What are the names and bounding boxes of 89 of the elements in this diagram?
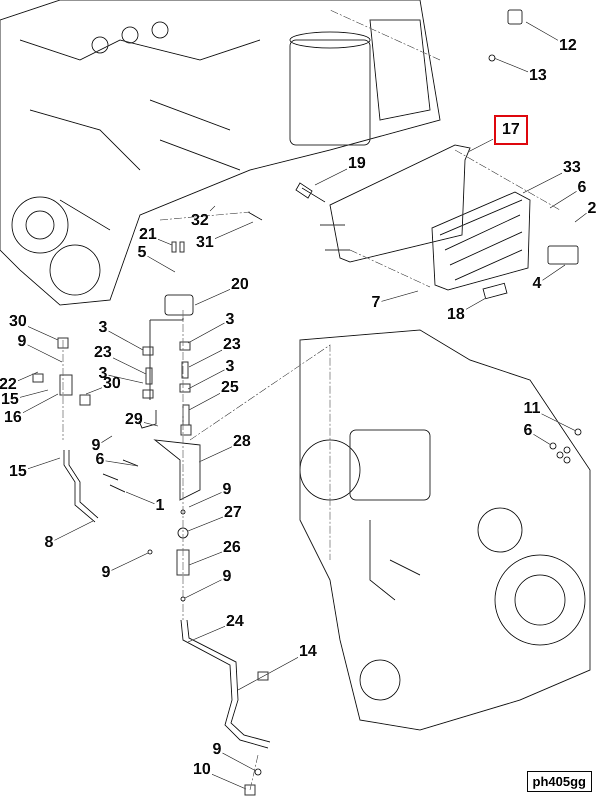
leader-line	[188, 626, 226, 642]
leader-line	[158, 238, 172, 246]
callout-number: 10	[193, 761, 211, 779]
callout-number: 19	[348, 155, 366, 173]
leader-line	[28, 458, 60, 470]
leader-line	[108, 374, 144, 384]
leader-line	[188, 350, 222, 368]
callout-number: 30	[9, 313, 27, 331]
callout-number: 25	[221, 379, 239, 397]
callout-number: 32	[191, 212, 209, 230]
callout-number: 31	[196, 234, 214, 252]
callout-number: 9	[222, 568, 232, 586]
leader-line	[574, 212, 587, 222]
leader-line	[542, 264, 566, 281]
callout-number: 12	[559, 37, 577, 55]
leader-line	[147, 256, 176, 272]
leader-line	[541, 413, 576, 432]
leader-line	[238, 657, 298, 690]
callout-number: 9	[222, 481, 232, 499]
leader-line	[18, 372, 38, 382]
leader-line	[144, 422, 158, 426]
callout-number: 1	[156, 497, 164, 515]
leader-line	[494, 58, 528, 72]
leader-line	[54, 520, 94, 541]
callout-number: 6	[96, 451, 104, 469]
callout-number: 16	[4, 409, 22, 427]
leader-line	[20, 390, 48, 398]
leader-line	[533, 434, 552, 446]
leader-line	[222, 752, 256, 772]
leader-line	[188, 370, 225, 390]
callout-number: 29	[125, 411, 143, 429]
leader-line	[28, 326, 58, 340]
callout-number: 3	[226, 311, 234, 329]
leader-line	[214, 222, 254, 239]
leader-line	[108, 330, 144, 350]
callout-number: 26	[223, 539, 241, 557]
callout-number: 11	[524, 400, 540, 418]
leader-line	[27, 344, 62, 362]
callout-number: 2	[588, 200, 596, 218]
callout-number: 15	[1, 391, 19, 409]
callout-number: 23	[223, 336, 241, 354]
leader-line	[210, 206, 216, 212]
leader-line	[188, 393, 220, 410]
drawing-code: ph405gg	[526, 771, 592, 792]
callout-number: 15	[9, 463, 27, 481]
callout-number: 20	[231, 276, 249, 294]
leader-line	[188, 552, 222, 566]
leader-line	[112, 358, 146, 374]
leader-line	[184, 579, 222, 598]
leader-line	[468, 138, 494, 152]
callout-number: 13	[529, 67, 547, 85]
callout-number: 21	[139, 226, 157, 244]
leader-line	[212, 774, 246, 790]
leader-line	[466, 298, 486, 310]
callout-number: 3	[226, 358, 234, 376]
leader-line	[314, 168, 348, 186]
leader-line	[188, 492, 222, 508]
leader-line	[101, 436, 112, 443]
highlighted-callout-number: 17	[494, 115, 528, 145]
callout-number: 4	[532, 275, 542, 293]
callout-number: 23	[94, 344, 112, 362]
leader-line	[188, 322, 225, 344]
callout-number: 5	[138, 244, 146, 262]
leader-line	[194, 289, 230, 306]
callout-number: 27	[224, 504, 242, 522]
leader-line	[381, 290, 418, 302]
leader-line	[198, 446, 232, 462]
leader-line	[522, 172, 562, 194]
leader-line	[126, 492, 155, 504]
callout-number: 24	[226, 613, 244, 631]
callout-number: 7	[372, 294, 380, 312]
leader-line	[22, 394, 58, 414]
callout-number: 9	[212, 741, 222, 759]
leader-line	[526, 22, 558, 41]
callout-number: 9	[102, 564, 110, 582]
callout-number: 6	[578, 179, 586, 197]
callout-number: 33	[563, 159, 581, 177]
leader-line	[550, 191, 577, 208]
callout-number: 9	[18, 333, 26, 351]
callout-number: 3	[98, 319, 108, 337]
leader-line	[86, 387, 102, 394]
callout-number: 14	[299, 643, 317, 661]
callout-number: 8	[44, 534, 54, 552]
leader-line	[188, 516, 224, 532]
callout-number: 18	[447, 306, 465, 324]
callout-number: 6	[524, 422, 532, 440]
leader-line	[105, 460, 138, 466]
leader-line	[111, 552, 148, 571]
callout-number: 28	[233, 433, 251, 451]
